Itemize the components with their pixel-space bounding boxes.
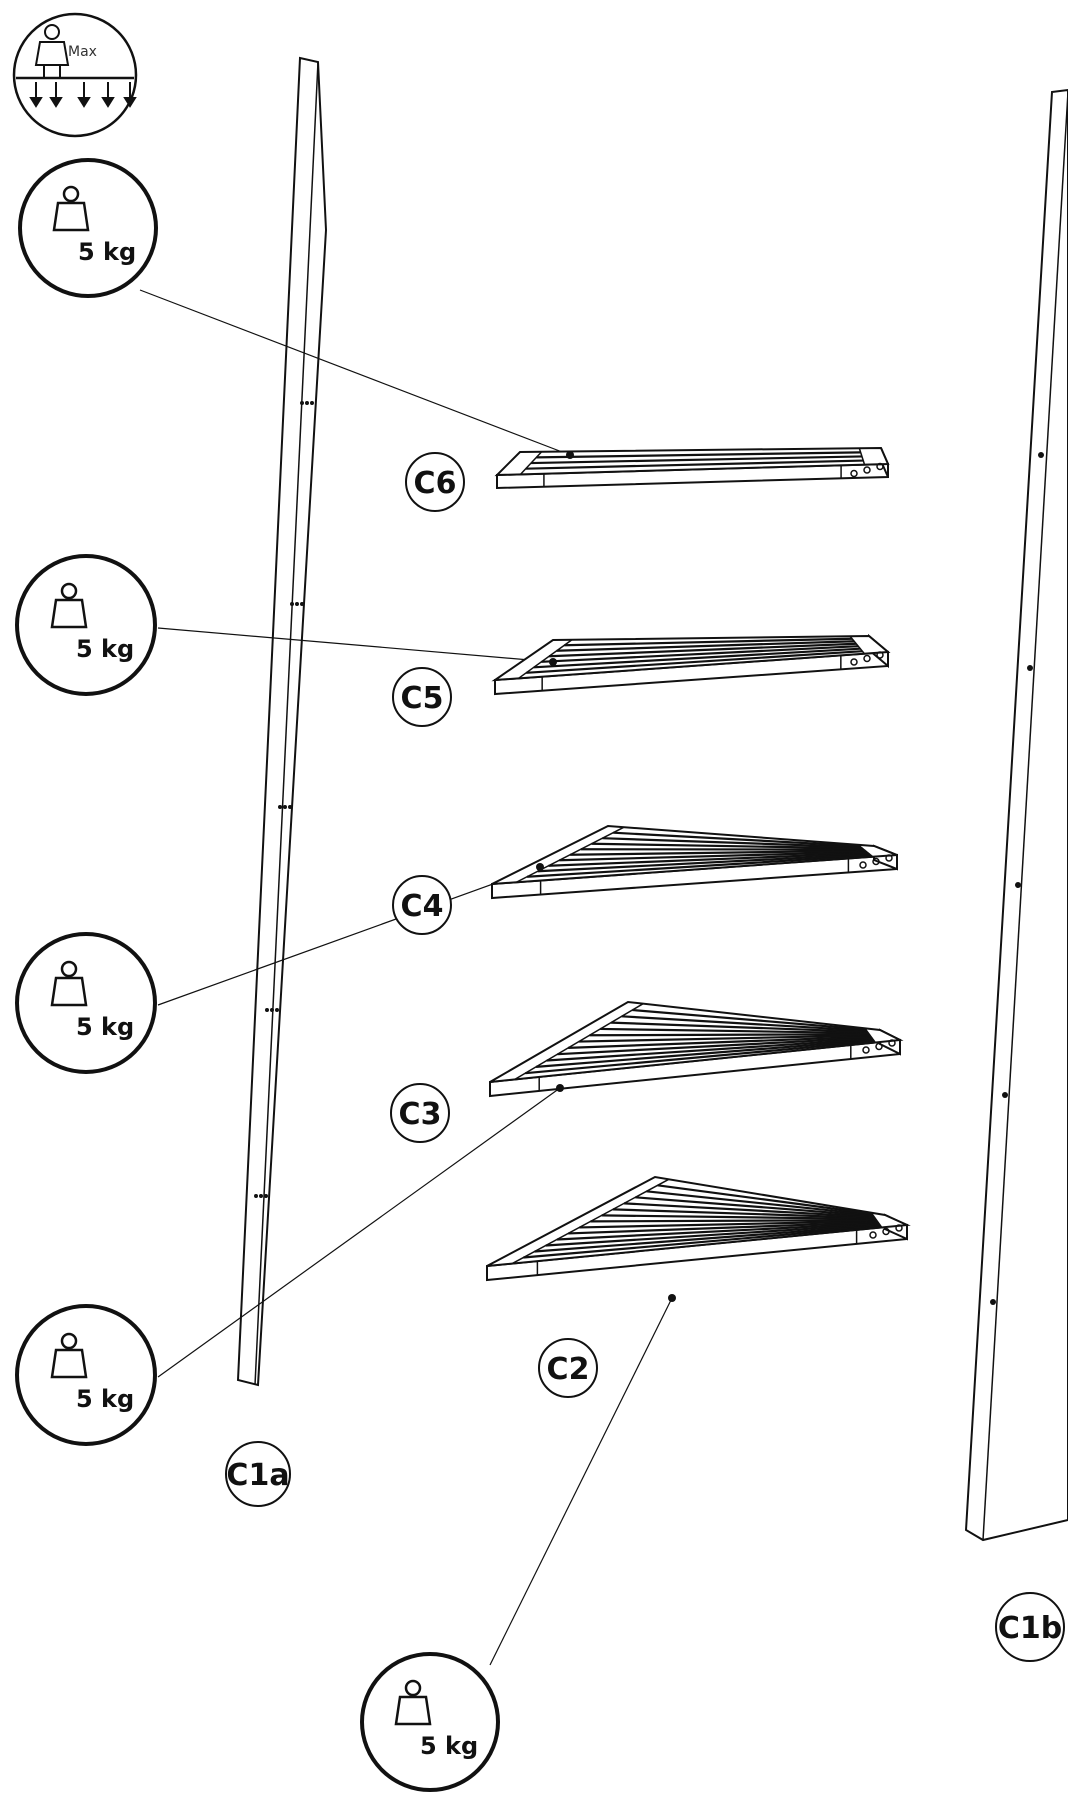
slat (601, 1214, 876, 1221)
slat (559, 850, 867, 862)
leader-dot (549, 658, 557, 666)
load-weight-text: 5 kg (76, 1013, 134, 1041)
weight-icon (50, 582, 88, 629)
slat (526, 854, 872, 878)
slat (646, 1190, 873, 1216)
slat (578, 1034, 871, 1043)
slat (533, 647, 861, 669)
slat (590, 1218, 877, 1223)
label-c2: C2 (538, 1338, 598, 1398)
slat (536, 451, 861, 459)
slat (612, 1208, 876, 1220)
leader-dot (668, 1294, 676, 1302)
leader-dot (536, 863, 544, 871)
slat (623, 1202, 875, 1219)
load-weight-text: 5 kg (78, 238, 136, 266)
svg-text:C6: C6 (414, 466, 457, 501)
leader-lines (139, 289, 673, 1666)
slat (534, 1224, 881, 1253)
svg-text:C5: C5 (401, 681, 444, 716)
slat (545, 1223, 880, 1247)
slat (564, 637, 853, 647)
slat (525, 1040, 875, 1075)
slat (531, 455, 862, 465)
load-c2-badge: 5 kg (360, 1652, 500, 1792)
hole-dots (990, 452, 1044, 1305)
down-arrow-icons (29, 82, 137, 108)
slat (557, 1036, 872, 1056)
slat (602, 837, 862, 849)
slat (526, 650, 863, 674)
weight-icon (50, 960, 88, 1007)
label-c3: C3 (390, 1083, 450, 1143)
slat (568, 1035, 872, 1049)
slat (549, 642, 857, 658)
shelf-c5 (491, 633, 891, 696)
slat (579, 1220, 878, 1229)
slat (568, 1221, 879, 1235)
slat (548, 852, 869, 867)
hole-dots (254, 401, 314, 1198)
shelf-c4 (491, 824, 898, 900)
shelves (486, 446, 911, 1302)
shelf-labels: C6 C5 C4 C3 C2 C1a C1b (225, 452, 1065, 1662)
label-c6: C6 (405, 452, 465, 512)
leader-dot (566, 451, 574, 459)
label-c5: C5 (392, 667, 452, 727)
slat (589, 1033, 870, 1037)
weight-icon (394, 1679, 432, 1726)
label-c4: C4 (392, 875, 452, 935)
load-weight-text: 5 kg (76, 635, 134, 663)
svg-text:C1b: C1b (998, 1611, 1062, 1646)
leg-c1a (236, 56, 328, 1387)
load-badges: 5 kg 5 kg 5 kg 5 kg 5 kg (15, 158, 500, 1792)
shelf-c3 (489, 1000, 904, 1098)
slat (523, 1225, 882, 1259)
load-c3-badge: 5 kg (15, 1304, 157, 1446)
weight-icon (50, 1332, 88, 1379)
load-c4-badge: 5 kg (15, 932, 157, 1074)
svg-text:C4: C4 (401, 889, 444, 924)
slat (635, 1196, 874, 1217)
label-c1b: C1b (995, 1592, 1065, 1662)
slat (525, 459, 864, 470)
slat (541, 645, 859, 663)
slat (621, 1015, 867, 1032)
slat (613, 831, 860, 848)
slat (535, 1039, 874, 1068)
svg-text:C3: C3 (399, 1097, 442, 1132)
max-load-legend: Max (12, 12, 138, 138)
slat (610, 1021, 868, 1033)
load-c6-badge: 5 kg (18, 158, 158, 298)
slat (556, 640, 855, 652)
leader-dot (556, 1084, 564, 1092)
slat (537, 853, 870, 873)
shelf-c6 (494, 446, 890, 490)
slat (546, 1037, 873, 1062)
weight-icon (34, 24, 70, 78)
legend-circle (12, 12, 138, 138)
svg-text:C1a: C1a (226, 1458, 289, 1493)
slat (556, 1222, 879, 1241)
load-weight-text: 5 kg (76, 1385, 134, 1413)
slat (632, 1008, 866, 1031)
slat (600, 1027, 869, 1035)
load-c5-badge: 5 kg (15, 554, 157, 696)
slat (570, 849, 866, 856)
weight-icon (52, 185, 90, 232)
load-weight-text: 5 kg (420, 1732, 478, 1760)
leg-c1b (964, 88, 1068, 1542)
shelf-c2 (486, 1175, 911, 1302)
svg-text:C2: C2 (547, 1352, 590, 1387)
slat (657, 1184, 873, 1215)
slat (591, 842, 863, 850)
label-c1a: C1a (225, 1441, 291, 1507)
legend-max-label: Max (68, 44, 97, 60)
